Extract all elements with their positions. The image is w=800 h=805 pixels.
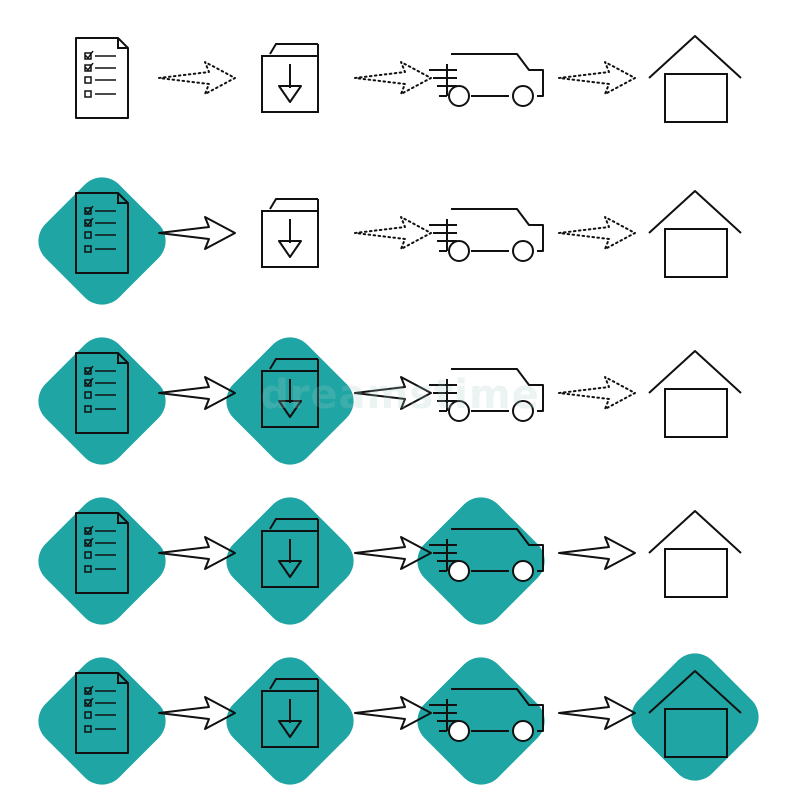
checklist-document-icon	[75, 192, 129, 274]
solid-arrow	[158, 376, 236, 410]
progress-row	[38, 337, 742, 465]
checklist-document-icon	[75, 37, 129, 119]
house-icon	[648, 350, 742, 438]
solid-arrow	[354, 376, 432, 410]
dotted-arrow	[158, 61, 236, 95]
dotted-arrow	[558, 216, 636, 250]
house-icon	[648, 670, 742, 758]
progress-highlight	[38, 657, 166, 785]
solid-arrow	[354, 696, 432, 730]
download-box-icon	[261, 43, 319, 113]
house-icon	[648, 190, 742, 278]
dotted-arrow	[354, 61, 432, 95]
progress-row	[38, 497, 742, 625]
download-box-icon	[261, 358, 319, 428]
house-icon	[648, 35, 742, 123]
download-box-icon	[261, 198, 319, 268]
solid-arrow	[158, 696, 236, 730]
solid-arrow	[158, 216, 236, 250]
progress-row	[75, 35, 742, 123]
delivery-truck-icon	[429, 688, 544, 742]
checklist-document-icon	[75, 352, 129, 434]
dotted-arrow	[558, 61, 636, 95]
delivery-truck-icon	[429, 368, 544, 422]
delivery-truck-icon	[429, 53, 544, 107]
download-box-icon	[261, 518, 319, 588]
house-icon	[648, 510, 742, 598]
solid-arrow	[158, 536, 236, 570]
solid-arrow	[354, 536, 432, 570]
progress-highlight	[38, 337, 166, 465]
checklist-document-icon	[75, 512, 129, 594]
checklist-document-icon	[75, 672, 129, 754]
solid-arrow	[558, 696, 636, 730]
delivery-truck-icon	[429, 208, 544, 262]
solid-arrow	[558, 536, 636, 570]
dotted-arrow	[354, 216, 432, 250]
progress-row	[38, 653, 759, 785]
progress-highlight	[631, 653, 759, 781]
progress-row	[38, 177, 742, 305]
progress-highlight	[417, 657, 545, 785]
progress-highlight	[417, 497, 545, 625]
download-box-icon	[261, 678, 319, 748]
progress-highlight	[38, 497, 166, 625]
dotted-arrow	[558, 376, 636, 410]
delivery-truck-icon	[429, 528, 544, 582]
progress-highlight	[38, 177, 166, 305]
